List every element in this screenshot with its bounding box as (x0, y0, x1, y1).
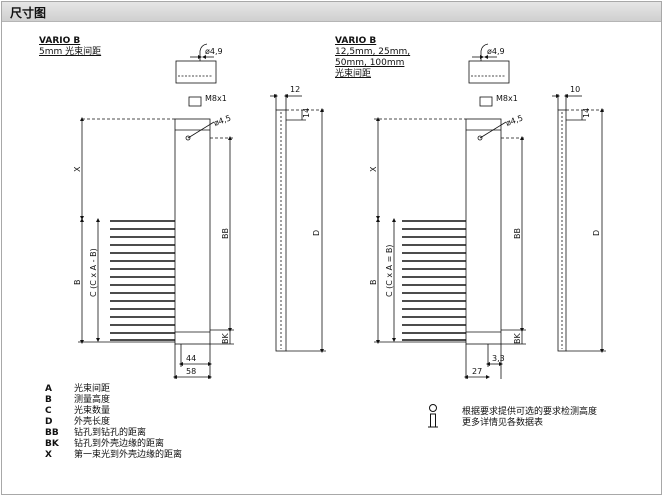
left-side-view (270, 94, 326, 353)
legend-item: BB 钻孔到钻孔的距离 (45, 428, 147, 438)
right-cable-icon (480, 43, 489, 61)
left-width-58: 58 (186, 367, 196, 376)
right-connector (468, 60, 510, 84)
right-front-view (374, 43, 526, 379)
right-d-label: D (592, 230, 601, 236)
left-bb-label: BB (221, 228, 230, 239)
left-model-name: VARIO B (39, 36, 81, 46)
left-hole-dim: ø4,5 (213, 113, 233, 127)
right-heading: VARIO B 12,5mm, 25mm, 50mm, 100mm 光束间距 (335, 36, 410, 80)
info-icon (428, 404, 438, 428)
left-front-view (78, 43, 234, 379)
title-bar: 尺寸图 (2, 2, 661, 22)
right-spacing-line2: 50mm, 100mm (335, 58, 405, 68)
panel-title: 尺寸图 (10, 6, 47, 20)
legend: A 光束间距 B 测量高度 C 光束数量 D 外壳长度 BB 钻孔到钻孔的距离 … (45, 384, 182, 461)
left-bk-label: BK (221, 333, 230, 344)
right-model-name: VARIO B (335, 36, 377, 46)
right-hole-dim: ø4,5 (505, 113, 525, 127)
right-b-label: B (369, 280, 378, 286)
right-c-label: C (C x A = B) (385, 244, 394, 297)
legend-item: BK 钻孔到外壳边缘的距离 (45, 439, 165, 449)
legend-item: A 光束间距 (45, 384, 111, 394)
right-beam-lines (402, 220, 466, 341)
note-line-1: 根据要求提供可选的要求检测高度 (462, 407, 598, 417)
legend-item: C 光束数量 (45, 406, 111, 416)
legend-item: X 第一束光到外壳边缘的距离 (45, 450, 183, 460)
left-d-label: D (312, 230, 321, 236)
right-bb-label: BB (513, 228, 522, 239)
right-side-housing (557, 109, 567, 352)
left-cable-dim: ø4,9 (205, 47, 223, 56)
left-heading: VARIO B 5mm 光束间距 (39, 36, 101, 58)
right-side-small: 14 (582, 108, 591, 118)
left-beam-lines (110, 220, 175, 341)
left-b-label: B (73, 280, 82, 286)
left-housing (174, 118, 211, 345)
right-spacing-line1: 12,5mm, 25mm, (335, 47, 411, 57)
right-side-view (552, 94, 606, 353)
left-cable-icon (199, 43, 208, 61)
legend-item: D 外壳长度 (45, 417, 111, 427)
info-note: 根据要求提供可选的要求检测高度 更多详情见各数据表 (462, 407, 597, 429)
left-side-small: 14 (302, 108, 311, 118)
note-line-2: 更多详情见各数据表 (462, 418, 544, 428)
left-connector (175, 60, 217, 84)
right-width-27: 27 (472, 367, 482, 376)
right-spacing-line3: 光束间距 (335, 69, 372, 79)
right-housing (465, 118, 502, 345)
left-c-label: C (C x A - B) (89, 248, 98, 297)
right-thread-dim: M8x1 (496, 94, 518, 103)
left-side-housing (275, 109, 287, 352)
left-beam-spacing: 5mm 光束间距 (39, 47, 102, 57)
right-width-33: 3,3 (492, 354, 505, 363)
right-cable-dim: ø4,9 (487, 47, 505, 56)
left-side-width: 12 (290, 85, 300, 94)
right-x-label: X (369, 166, 378, 172)
right-bk-label: BK (513, 333, 522, 344)
right-side-width: 10 (570, 85, 580, 94)
legend-item: B 测量高度 (45, 395, 111, 405)
left-width-44: 44 (186, 354, 196, 363)
left-thread-dim: M8x1 (205, 94, 227, 103)
left-x-label: X (73, 166, 82, 172)
